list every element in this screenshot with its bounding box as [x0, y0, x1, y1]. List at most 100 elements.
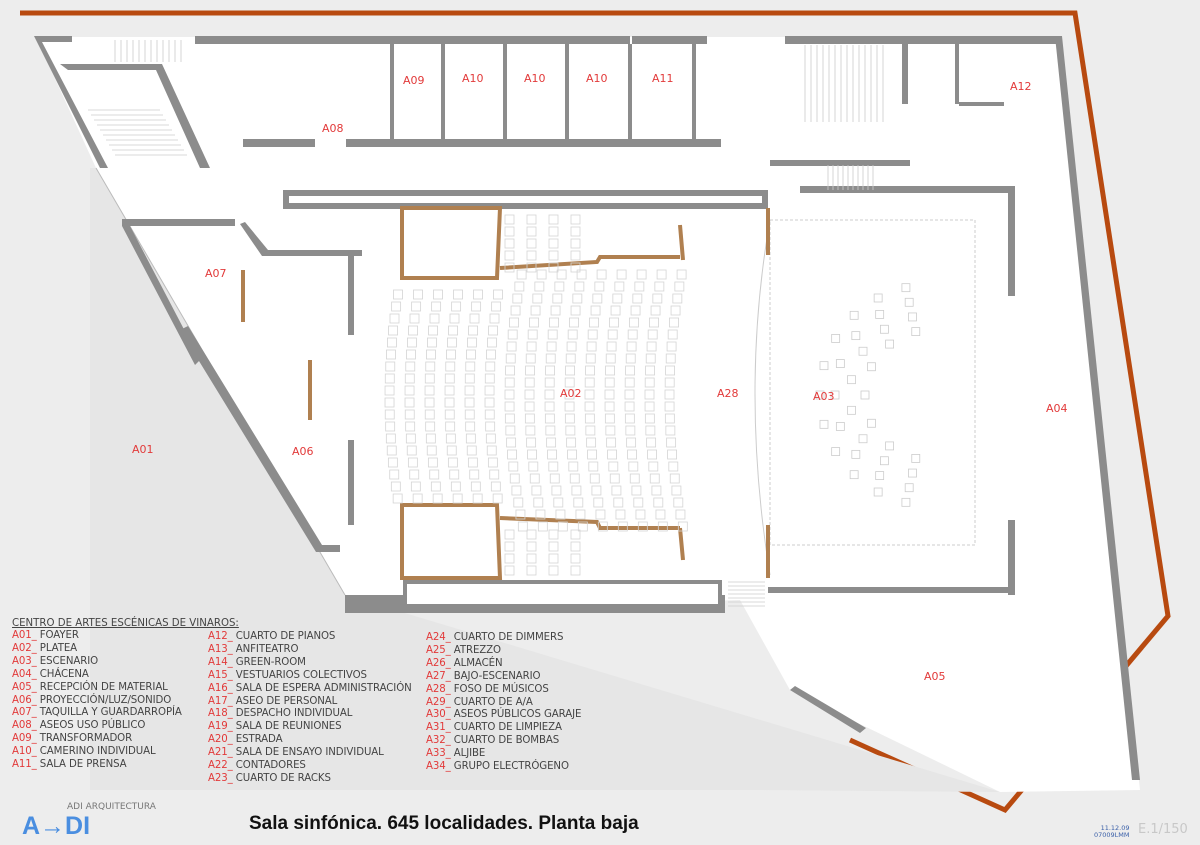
seat [509, 473, 520, 484]
legend-code: A03_ [12, 655, 37, 667]
seat [675, 509, 686, 520]
legend-name: TAQUILLA Y GUARDARROPÍA [36, 707, 182, 719]
seat [586, 341, 597, 352]
stage-outline [769, 219, 976, 546]
legend-name: CUARTO DE LIMPIEZA [450, 722, 562, 734]
seat [446, 445, 457, 456]
seat [512, 293, 523, 304]
legend-code: A14_ [208, 656, 233, 668]
seat [411, 301, 422, 312]
legend-code: A07_ [12, 707, 37, 719]
legend-code: A22_ [208, 760, 233, 772]
seat [624, 401, 635, 412]
seat [392, 493, 403, 504]
legend-item: A27_ BAJO-ESCENARIO [426, 671, 581, 684]
seat [509, 317, 519, 328]
seat [570, 250, 581, 261]
legend-code: A21_ [208, 747, 233, 759]
seat [484, 397, 495, 408]
seat [585, 365, 595, 376]
legend-item: A20_ ESTRADA [208, 734, 412, 747]
seat [504, 541, 515, 552]
room-label: A10 [524, 72, 546, 85]
legend-code: A19_ [208, 721, 233, 733]
legend-name: ESTRADA [232, 734, 283, 746]
orchestra-chair [819, 361, 829, 371]
legend-code: A33_ [426, 748, 451, 760]
seat [526, 529, 537, 540]
seat [388, 325, 398, 336]
seat [464, 397, 475, 408]
seat [547, 329, 558, 340]
seat [468, 325, 478, 336]
legend-code: A30_ [426, 709, 451, 721]
seat [568, 461, 579, 472]
legend-name: ALJIBE [450, 748, 486, 760]
seat [548, 565, 559, 576]
seat [548, 529, 559, 540]
room-label: A10 [462, 72, 484, 85]
seat [504, 250, 515, 261]
seat [609, 317, 619, 328]
seat [464, 385, 475, 396]
seat [526, 565, 537, 576]
legend-code: A34_ [426, 761, 451, 773]
legend-code: A06_ [12, 694, 37, 706]
seat [624, 389, 635, 400]
seat [408, 325, 418, 336]
seat [507, 449, 517, 460]
room-label: A04 [1046, 402, 1068, 415]
seat [413, 289, 423, 300]
legend-name: ESCENARIO [36, 655, 99, 667]
seat [664, 389, 675, 400]
room-label: A05 [924, 670, 946, 683]
seat [652, 293, 663, 304]
seat [525, 365, 535, 376]
stairs [88, 40, 884, 607]
seat [431, 301, 442, 312]
seat [449, 313, 460, 324]
drawing-code: 07009LMM [1094, 831, 1130, 839]
seat [529, 473, 540, 484]
orchestra-chair [835, 422, 845, 431]
seat [547, 449, 557, 460]
seat [425, 421, 436, 432]
seat [626, 341, 637, 352]
seat [636, 269, 647, 280]
seat [677, 521, 688, 532]
seat [570, 238, 581, 249]
legend-title: CENTRO DE ARTES ESCÉNICAS DE VINAROS: [12, 618, 239, 629]
legend-item: A19_ SALA DE REUNIONES [208, 721, 412, 734]
seat [570, 305, 581, 316]
seat [464, 373, 475, 384]
seat [425, 433, 436, 444]
seat [525, 353, 536, 364]
legend-item: A07_ TAQUILLA Y GUARDARROPÍA [12, 707, 182, 720]
orchestra-chair [835, 359, 845, 368]
seat [409, 469, 420, 480]
seat [584, 389, 595, 400]
seat [531, 485, 542, 496]
legend-item: A08_ ASEOS USO PÚBLICO [12, 720, 182, 733]
seat [590, 305, 601, 316]
seat [564, 413, 575, 424]
seat [488, 325, 498, 336]
seat [644, 377, 655, 388]
seat [649, 473, 660, 484]
legend-item: A33_ ALJIBE [426, 748, 581, 761]
seat [504, 401, 515, 412]
seat [607, 329, 618, 340]
seat [405, 421, 416, 432]
seat [627, 449, 637, 460]
seat [537, 521, 548, 532]
seat [384, 373, 395, 384]
seat [673, 497, 684, 508]
seat [569, 473, 580, 484]
seat [485, 361, 496, 372]
seat [667, 449, 677, 460]
seat [625, 353, 636, 364]
seat [467, 337, 477, 348]
legend-name: CUARTO DE A/A [450, 696, 533, 708]
legend-item: A13_ ANFITEATRO [208, 644, 412, 657]
seat [587, 449, 597, 460]
